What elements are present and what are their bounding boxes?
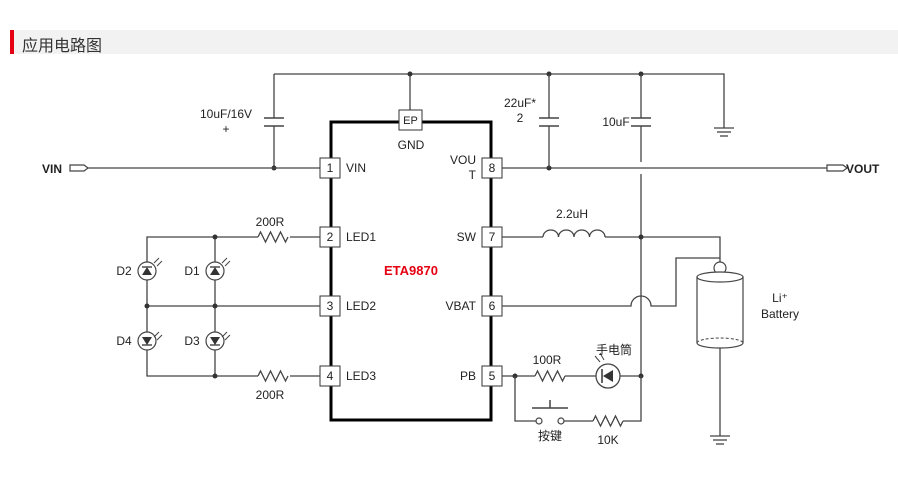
pin-2-label: LED1 xyxy=(346,230,376,244)
led-d4-label: D4 xyxy=(116,334,132,348)
capacitor-input xyxy=(264,117,284,127)
pin-5-number: 5 xyxy=(489,369,496,383)
led-d2-label: D2 xyxy=(116,264,132,278)
led-d3 xyxy=(205,331,231,351)
wire-vbat xyxy=(502,257,720,307)
junction xyxy=(144,303,150,309)
push-button xyxy=(532,400,568,425)
ground-symbol-top xyxy=(714,127,734,137)
battery-label-line2: Battery xyxy=(761,307,799,321)
pin-1-label: VIN xyxy=(346,161,366,175)
junction xyxy=(212,234,218,240)
cap-out2-value: 10uF xyxy=(602,115,629,129)
battery xyxy=(696,261,744,349)
wire-led-middle xyxy=(147,237,320,376)
button-label: 按键 xyxy=(538,429,562,443)
capacitor-output-22uf xyxy=(539,117,559,127)
pin-4-label: LED3 xyxy=(346,369,376,383)
pin-2-number: 2 xyxy=(327,230,334,244)
pin-8-label-line1: VOU xyxy=(450,153,476,167)
pin-1-number: 1 xyxy=(327,161,334,175)
cap-in-value: 10uF/16V xyxy=(200,107,252,121)
pin-3-number: 3 xyxy=(327,299,334,313)
resistor-10k-value: 10K xyxy=(597,433,618,447)
capacitor-output-10uf xyxy=(631,117,651,127)
junction xyxy=(407,71,413,77)
pin-gnd-label: GND xyxy=(398,138,425,152)
led-d1-label: D1 xyxy=(184,264,200,278)
battery-label-line1: Li⁺ xyxy=(772,291,788,305)
pin-6-label: VBAT xyxy=(446,299,477,313)
vin-terminal xyxy=(69,164,89,172)
led-d1 xyxy=(205,257,231,281)
led-d3-label: D3 xyxy=(184,334,200,348)
resistor-led1 xyxy=(257,230,289,244)
section-title: 应用电路图 xyxy=(22,36,103,55)
pin-8-label-line2: T xyxy=(469,168,477,182)
pin-7-label: SW xyxy=(457,230,477,244)
resistor-100r-value: 100R xyxy=(533,353,562,367)
inductor xyxy=(542,229,606,238)
junction xyxy=(212,303,218,309)
vin-net-label: VIN xyxy=(42,162,62,176)
junction xyxy=(212,373,218,379)
resistor-10k xyxy=(592,414,624,428)
pin-1 xyxy=(319,157,341,179)
pin-8-number: 8 xyxy=(489,161,496,175)
section-header-accent xyxy=(10,30,14,54)
pin-ep xyxy=(398,109,423,131)
resistor-led3 xyxy=(257,369,289,383)
pin-5-label: PB xyxy=(460,369,476,383)
pin-ep-label: EP xyxy=(403,115,418,127)
flashlight-label: 手电筒 xyxy=(596,342,632,357)
cap-out1-value: 22uF* xyxy=(504,96,536,110)
vout-terminal xyxy=(826,164,848,172)
pin-6-number: 6 xyxy=(489,299,496,313)
pin-3-label: LED2 xyxy=(346,299,376,313)
ic-part-name: ETA9870 xyxy=(384,263,438,278)
led-d4 xyxy=(137,331,163,351)
inductor-value: 2.2uH xyxy=(556,207,588,221)
pin-4-number: 4 xyxy=(327,369,334,383)
resistor-100r xyxy=(534,369,566,383)
pin-7-number: 7 xyxy=(489,230,496,244)
resistor-led1-value: 200R xyxy=(256,215,285,229)
resistor-led3-value: 200R xyxy=(256,388,285,402)
flashlight-led xyxy=(594,352,621,389)
wire-top-rail xyxy=(274,73,725,128)
section-header-bar xyxy=(10,30,898,54)
cap-in-polarity: + xyxy=(222,122,229,136)
junction xyxy=(638,234,644,240)
wire-button-branch xyxy=(514,376,642,422)
ground-symbol-bottom xyxy=(710,435,730,445)
vout-net-label: VOUT xyxy=(846,162,880,176)
led-d2 xyxy=(137,257,163,281)
cap-out1-count: 2 xyxy=(517,111,524,125)
